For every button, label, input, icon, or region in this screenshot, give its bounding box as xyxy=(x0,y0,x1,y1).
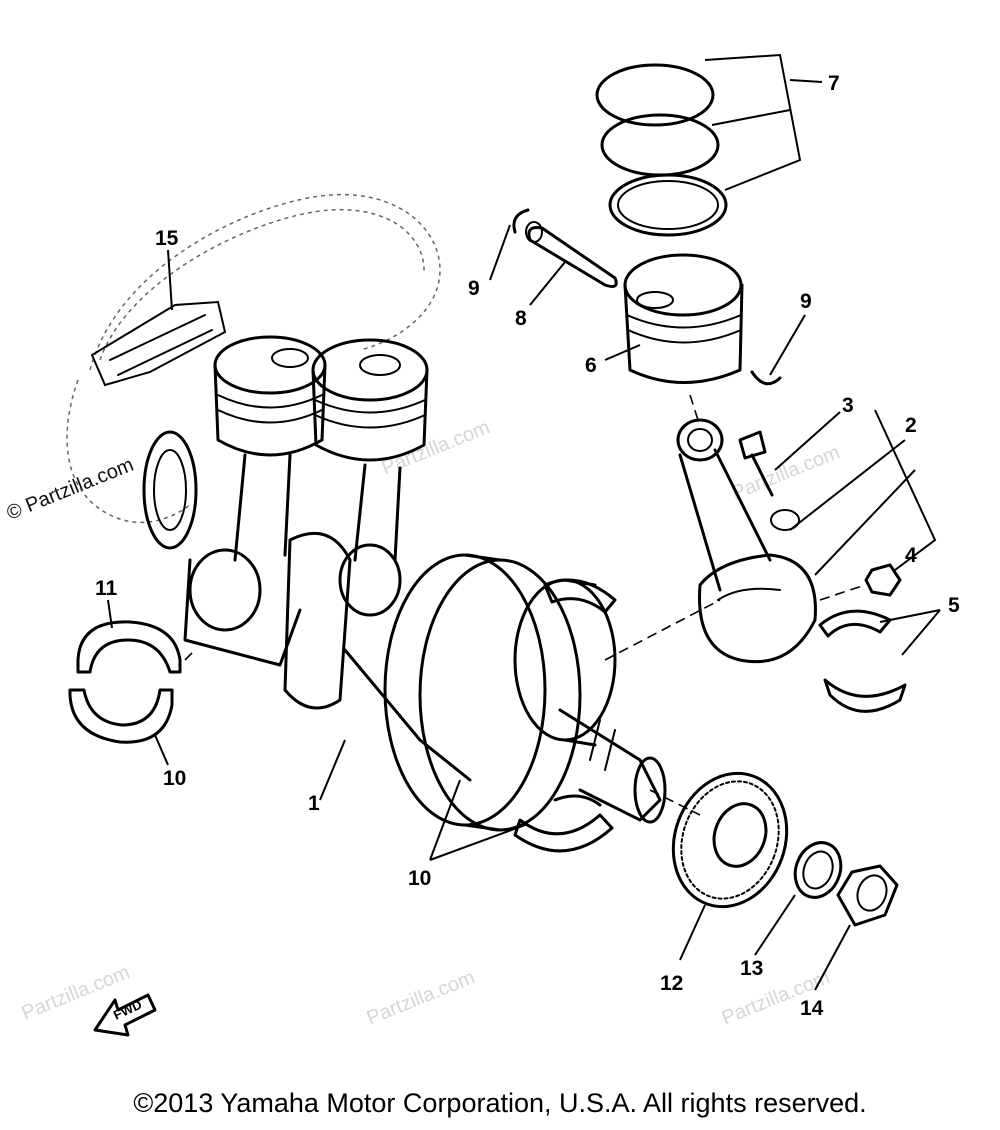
part-label-7: 7 xyxy=(828,72,840,95)
part-label-8: 8 xyxy=(515,307,527,330)
part-label-9: 9 xyxy=(800,290,812,313)
part-label-10: 10 xyxy=(163,767,186,790)
watermark: Partzilla.com xyxy=(729,441,843,504)
part-label-13: 13 xyxy=(740,957,763,980)
assembled-pistons xyxy=(213,335,429,462)
part-label-11: 11 xyxy=(95,577,118,600)
part-label-10: 10 xyxy=(408,867,431,890)
part-label-4: 4 xyxy=(905,544,917,567)
rod-bearing xyxy=(818,609,907,713)
part-labels: 15 7 9 8 6 9 3 2 4 5 11 10 1 10 12 13 14 xyxy=(95,72,960,1020)
leader-lines xyxy=(107,53,941,991)
rod-nut xyxy=(864,563,902,597)
connecting-rod xyxy=(676,418,817,664)
crank-sprocket-left xyxy=(142,430,198,550)
cam-chain xyxy=(66,193,441,524)
circlips xyxy=(512,208,782,386)
rod-bolt xyxy=(738,430,774,497)
assembly-center-lines xyxy=(184,394,866,816)
primary-gear xyxy=(671,771,789,909)
part-label-15: 15 xyxy=(155,227,179,250)
part-label-5: 5 xyxy=(948,594,960,617)
part-label-12: 12 xyxy=(660,972,683,995)
piston-rings xyxy=(595,63,728,237)
part-label-2: 2 xyxy=(905,414,917,437)
piston-pin xyxy=(525,221,618,288)
watermark: Partzilla.com xyxy=(379,416,493,479)
crank-bearings-center xyxy=(513,578,617,853)
fwd-arrow-icon: FWD xyxy=(93,993,157,1037)
part-label-3: 3 xyxy=(842,394,854,417)
piston xyxy=(623,253,744,384)
crank-bearings-left xyxy=(68,620,182,744)
watermark: Partzilla.com xyxy=(364,966,478,1029)
copyright-notice: ©2013 Yamaha Motor Corporation, U.S.A. A… xyxy=(133,1088,867,1118)
crank-nut xyxy=(836,864,899,927)
part-label-9: 9 xyxy=(468,277,480,300)
part-label-14: 14 xyxy=(800,997,824,1020)
washer xyxy=(793,841,843,899)
part-label-1: 1 xyxy=(308,792,320,815)
part-label-6: 6 xyxy=(585,354,597,377)
watermark-side: © Partzilla.com xyxy=(4,454,137,525)
crankshaft-assembly xyxy=(183,453,667,832)
